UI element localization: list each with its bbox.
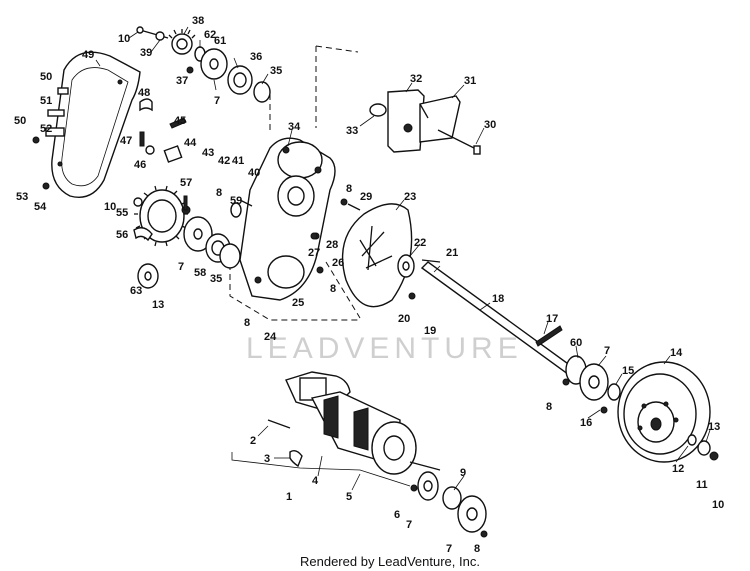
callout-label: 18: [492, 293, 504, 305]
callout-label: 8: [546, 401, 552, 413]
gear-cover: [32, 51, 187, 198]
callout-label: 4: [312, 475, 319, 487]
callout-label: 30: [484, 119, 496, 131]
callout-label: 8: [474, 543, 480, 555]
callout-label: 27: [308, 247, 320, 259]
callout-label: 56: [116, 229, 128, 241]
callout-label: 25: [292, 297, 304, 309]
bracket-assembly: [369, 89, 481, 155]
callout-label: 55: [116, 207, 128, 219]
callout-label: 19: [424, 325, 436, 337]
impeller-shaft: [420, 261, 584, 381]
callout-label: 50: [40, 71, 52, 83]
auger-rotor: [231, 371, 488, 538]
callout-label: 3: [264, 453, 270, 465]
callout-label: 10: [118, 33, 130, 45]
upper-sprocket-stack: [136, 26, 271, 103]
callout-label: 22: [414, 237, 426, 249]
callout-label: 36: [250, 51, 262, 63]
callout-label: 44: [184, 137, 197, 149]
callout-label: 54: [34, 201, 47, 213]
callout-label: 40: [248, 167, 260, 179]
callout-label: 59: [230, 195, 242, 207]
leader-lines: [95, 26, 711, 491]
callout-label: 37: [176, 75, 188, 87]
callout-label: 12: [672, 463, 684, 475]
callout-label: 58: [194, 267, 206, 279]
callout-label: 7: [178, 261, 184, 273]
callout-label: 46: [134, 159, 146, 171]
callout-label: 2: [250, 435, 256, 447]
callout-label: 10: [104, 201, 116, 213]
callout-label: 51: [40, 95, 52, 107]
callout-label: 16: [580, 417, 592, 429]
callout-label: 21: [446, 247, 458, 259]
watermark: LEADVENTURE: [246, 332, 523, 365]
callout-label: 8: [244, 317, 250, 329]
callout-label: 47: [120, 135, 132, 147]
callout-label: 49: [82, 49, 94, 61]
callout-label: 11: [696, 479, 708, 491]
callout-label: 5: [346, 491, 352, 503]
callout-label: 10: [712, 499, 724, 511]
callout-label: 17: [546, 313, 558, 325]
callout-label: 60: [570, 337, 582, 349]
callout-label: 14: [670, 347, 683, 359]
callout-label: 52: [40, 123, 52, 135]
callout-label: 50: [14, 115, 26, 127]
callout-label: 34: [288, 121, 301, 133]
callout-label: 24: [264, 331, 277, 343]
callout-labels: 10 39 38 62 61 36 37 7 35 49 50 51 48 50…: [14, 15, 724, 555]
callout-label: 8: [216, 187, 222, 199]
callout-label: 15: [622, 365, 634, 377]
callout-label: 45: [174, 115, 186, 127]
callout-label: 43: [202, 147, 214, 159]
main-drive-gear: [133, 185, 253, 289]
callout-label: 26: [332, 257, 344, 269]
callout-label: 8: [330, 283, 336, 295]
callout-label: 23: [404, 191, 416, 203]
callout-label: 35: [210, 273, 222, 285]
callout-label: 53: [16, 191, 28, 203]
callout-label: 63: [130, 285, 142, 297]
callout-label: 41: [232, 155, 244, 167]
pulley-assembly: [562, 355, 719, 463]
callout-label: 32: [410, 73, 422, 85]
callout-label: 7: [446, 543, 452, 555]
callout-label: 9: [460, 467, 466, 479]
callout-label: 7: [604, 345, 610, 357]
callout-label: 57: [180, 177, 192, 189]
callout-label: 29: [360, 191, 372, 203]
callout-label: 48: [138, 87, 150, 99]
callout-label: 61: [214, 35, 226, 47]
callout-label: 31: [464, 75, 476, 87]
callout-label: 1: [286, 491, 292, 503]
callout-label: 38: [192, 15, 204, 27]
callout-label: 13: [152, 299, 164, 311]
callout-label: 62: [204, 29, 216, 41]
callout-label: 6: [394, 509, 400, 521]
impeller-disc: [310, 198, 441, 308]
callout-label: 28: [326, 239, 338, 251]
callout-label: 8: [346, 183, 352, 195]
callout-label: 20: [398, 313, 410, 325]
gearcase-housing: [229, 45, 361, 321]
callout-label: 39: [140, 47, 152, 59]
callout-label: 7: [406, 519, 412, 531]
callout-label: 35: [270, 65, 282, 77]
callout-label: 33: [346, 125, 358, 137]
callout-label: 42: [218, 155, 230, 167]
callout-label: 7: [214, 95, 220, 107]
callout-label: 13: [708, 421, 720, 433]
footer-credit: Rendered by LeadVenture, Inc.: [300, 554, 480, 569]
